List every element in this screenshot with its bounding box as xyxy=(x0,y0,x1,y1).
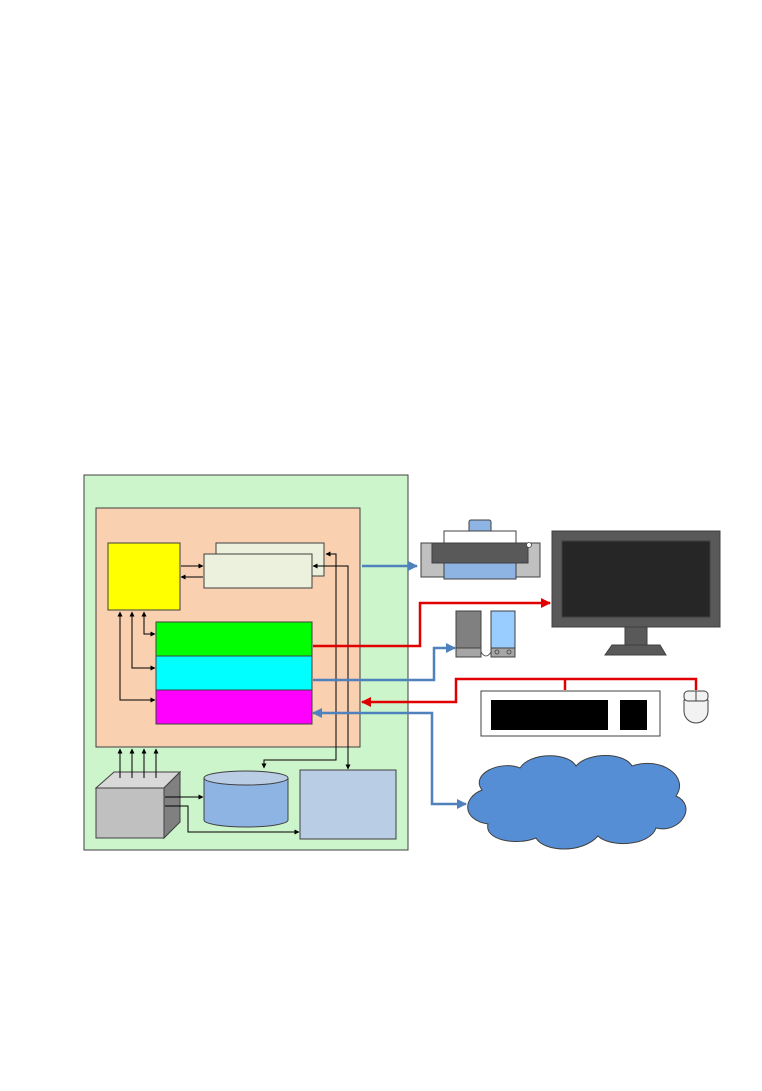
memory-block-front xyxy=(203,553,313,589)
speakers-icon xyxy=(455,610,516,658)
mouse-icon xyxy=(683,690,709,724)
printer-icon xyxy=(420,519,541,580)
io-band-green xyxy=(155,621,313,657)
cube-up-arrows xyxy=(117,748,159,778)
cylinder-storage-icon xyxy=(203,770,289,828)
keyboard-icon xyxy=(480,690,661,737)
cloud-icon xyxy=(467,755,687,850)
network-connection-line xyxy=(312,708,467,809)
keyboard-mouse-connection-line xyxy=(361,677,698,707)
monitor-icon xyxy=(551,530,721,656)
io-band-cyan xyxy=(155,655,313,691)
speakers-connection-line xyxy=(313,643,456,682)
io-band-magenta xyxy=(155,689,313,725)
cube-icon xyxy=(94,770,182,840)
cpu-block xyxy=(107,542,181,611)
cpu-bus-lines xyxy=(117,611,156,703)
monitor-connection-line xyxy=(313,598,551,648)
secondary-box xyxy=(299,769,397,840)
cube-output-lines xyxy=(165,794,300,835)
